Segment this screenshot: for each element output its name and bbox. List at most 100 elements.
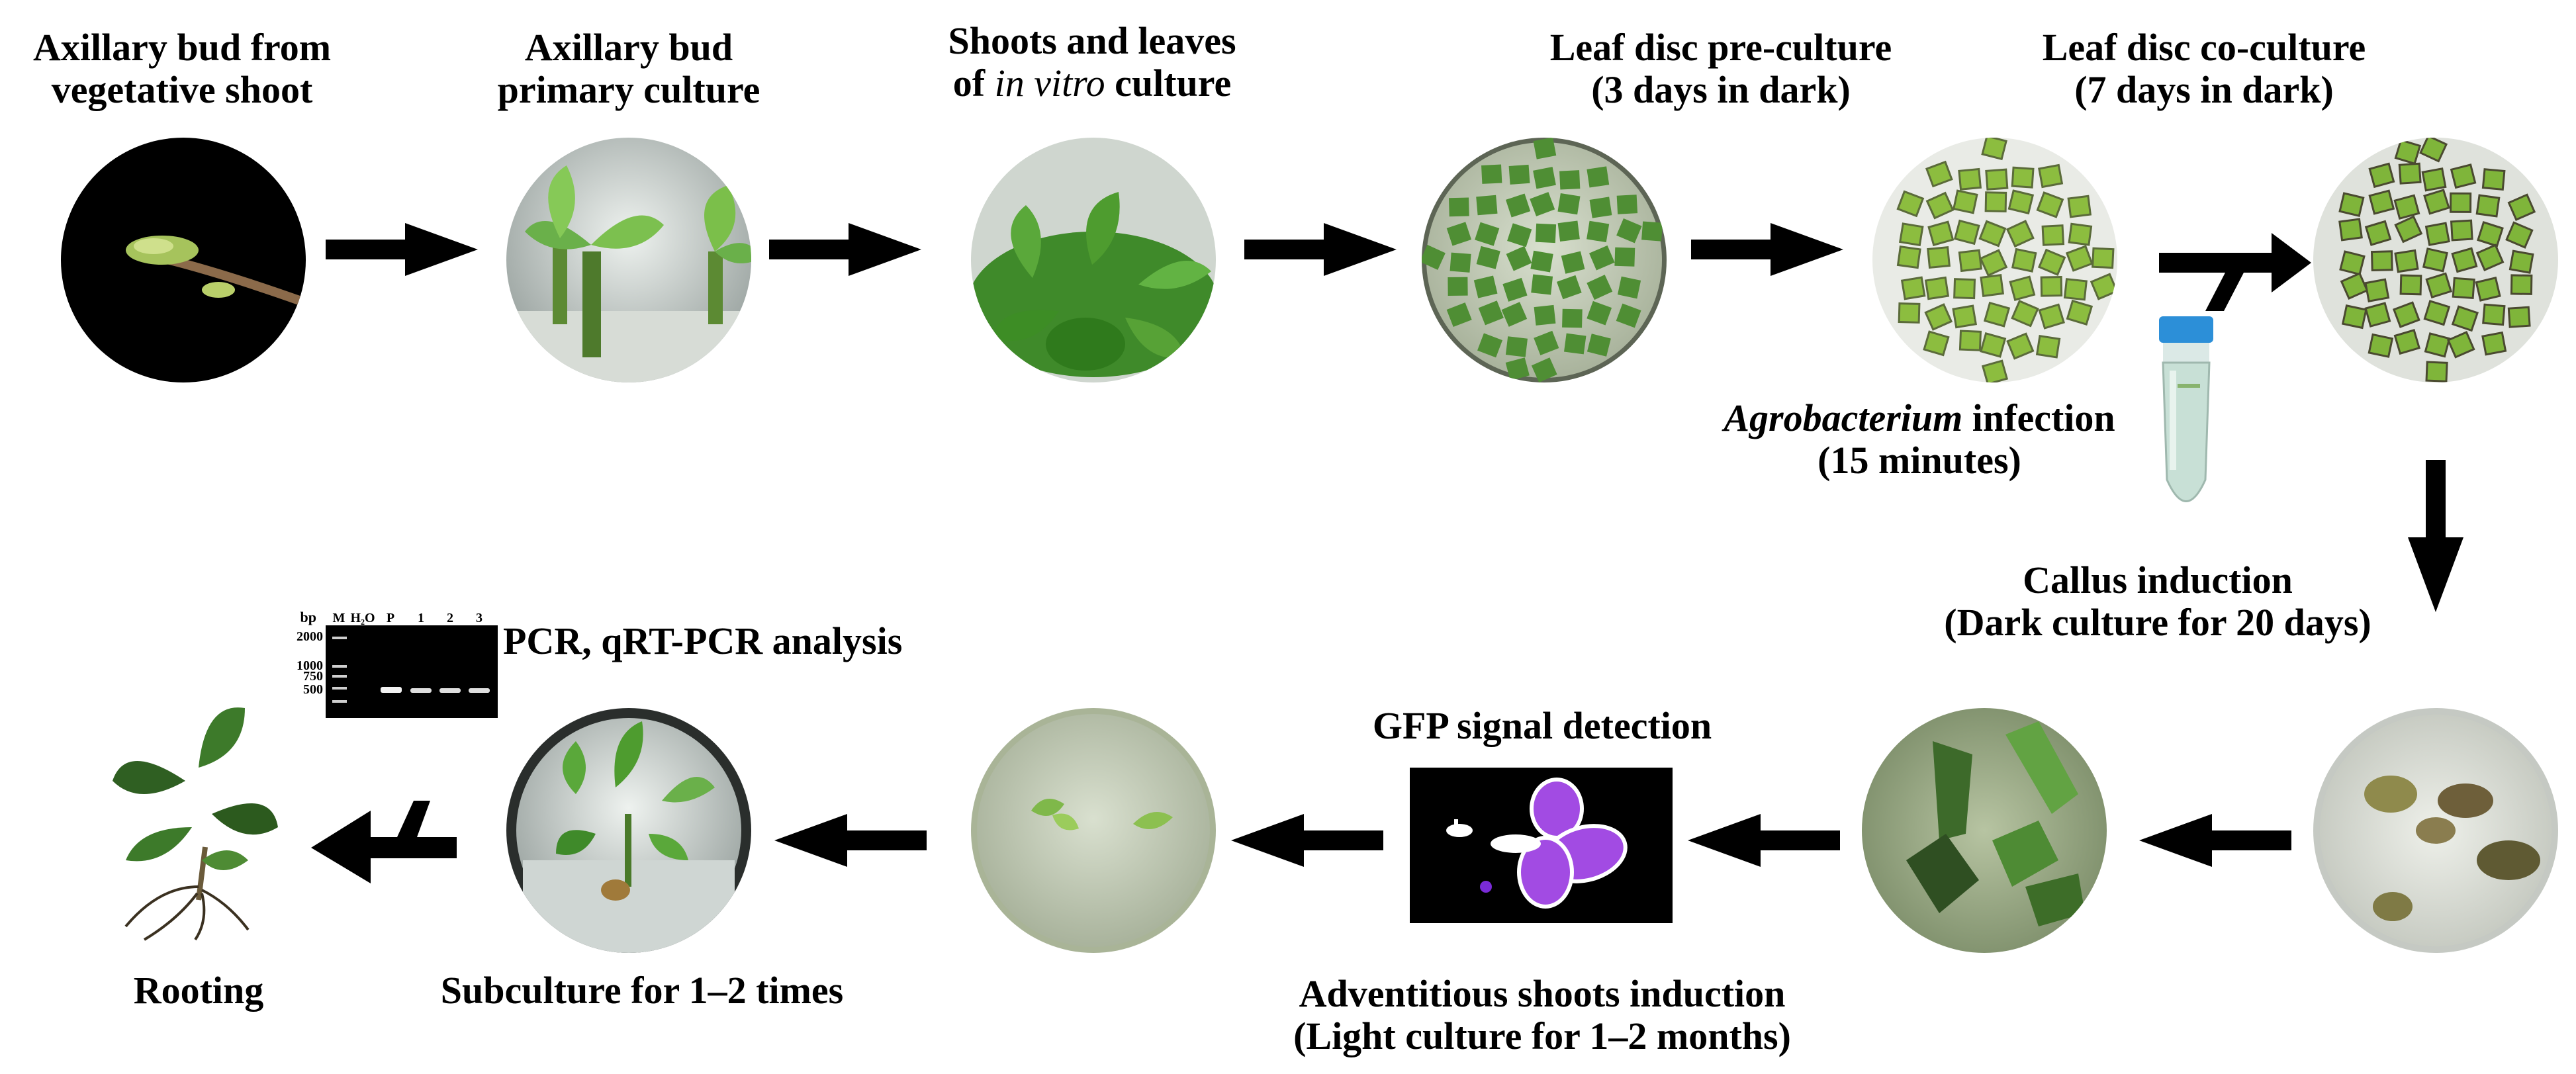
leaf-disc [1923,330,1950,357]
leaf-disc [2475,244,2505,272]
leaf-disc [1981,138,2007,161]
leaf-disc [1983,301,2011,328]
leaf-disc [1587,300,1612,326]
leaf-disc [2067,195,2092,218]
leaf-disc [2399,274,2422,296]
leaf-disc [1589,197,1612,218]
leaf-disc [1476,195,1498,216]
leaf-disc [1896,190,1925,218]
leaf-disc [2092,247,2115,269]
leaf-disc [2009,275,2036,301]
leaf-disc [2450,163,2477,189]
leaf-disc [1422,244,1446,270]
leaf-disc [1958,167,1982,191]
leaf-disc [2038,303,2065,330]
leaf-disc [2068,222,2093,246]
leaf-disc [2481,168,2506,191]
leaf-disc [1530,192,1555,216]
leaf-disc [1446,222,1472,246]
agrobacterium-tube-image [2159,316,2213,502]
leaf-disc [2481,331,2507,356]
leaf-disc [2452,277,2475,300]
gel-lane-label: H₂O [350,611,375,625]
leaf-disc [1531,357,1557,382]
leaf-disc [2368,162,2395,189]
leaf-disc [2394,215,2423,244]
leaf-disc [1557,193,1581,215]
arrow-6 [2139,814,2291,867]
leaf-disc [2005,220,2035,248]
leaf-disc [2508,249,2534,274]
arrow-7 [1688,814,1840,867]
leaf-disc [1980,273,2005,297]
leaf-disc [2398,162,2422,185]
leaf-disc [1534,330,1559,355]
arrow-5-bent [2159,233,2311,311]
leaf-disc [1587,334,1611,357]
leaf-disc [2425,361,2448,382]
leaf-disc [2036,191,2064,218]
leaf-disc [1477,333,1503,358]
leaf-disc [1475,222,1500,246]
leaf-disc [1535,223,1557,244]
leaf-disc [2482,303,2506,326]
step-label-infection: Agrobacterium infection (15 minutes) [1724,396,2115,482]
step-label-rooting: Rooting [133,969,264,1012]
leaf-disc [1557,220,1580,242]
gel-lane-label: 1 [418,611,424,625]
leaf-disc [1953,219,1980,246]
leaf-disc [1587,166,1610,188]
leaf-disc [1896,246,1921,269]
leaf-disc [1984,191,2007,212]
leaf-disc [1925,191,1955,220]
photo-primary-culture [506,138,751,382]
leaf-disc [1924,276,1950,300]
arrow-9 [774,814,927,867]
arrows [311,223,2463,883]
step-label-adventitious: Adventitious shoots induction(Light cult… [1293,972,1791,1057]
photo-shoot-subculture-plate [971,708,1216,953]
photo-callus-induction [2313,708,2558,953]
leaf-disc [1505,336,1528,357]
leaf-disc [1898,302,1921,324]
gel-bp-label: bp [300,609,316,625]
leaf-disc [1641,221,1663,242]
leaf-disc [2011,166,2035,189]
leaf-disc [2475,194,2501,218]
leaf-disc [1561,251,1585,274]
leaf-disc [2394,249,2419,273]
leaf-disc [1925,160,1953,188]
leaf-disc [2424,222,2450,246]
leaf-disc [2450,219,2473,242]
leaf-disc [1507,223,1532,247]
step-label-gfp: GFP signal detection [1372,704,1712,747]
leaf-disc [2507,193,2536,221]
step-label-pcr: PCR, qRT-PCR analysis [503,619,903,662]
leaf-disc [2341,304,2368,330]
leaf-disc [1505,357,1530,381]
gel-size-label: 500 [303,682,323,697]
leaf-disc [1531,274,1553,295]
leaf-disc [1980,332,2007,358]
leaf-disc [2066,299,2093,326]
step-label-preculture: Leaf disc pre-culture(3 days in dark) [1549,26,1892,111]
leaf-disc [2038,163,2064,189]
leaf-disc [1533,167,1556,189]
leaf-disc [1476,246,1500,269]
rooted-plant-image [113,707,278,941]
leaf-disc [1953,278,1976,300]
leaf-disc [2451,247,2478,273]
arrow-down [2408,460,2463,612]
leaf-disc [2392,301,2420,328]
leaf-disc [2425,272,2453,298]
leaf-disc [2340,272,2369,300]
photo-in-vitro-shoots [971,138,1216,382]
arrow-8 [1231,814,1383,867]
leaf-disc [2393,194,2420,220]
leaf-disc [1979,249,2008,277]
leaf-disc [1953,189,1978,214]
arrow-10-bent [311,801,457,883]
